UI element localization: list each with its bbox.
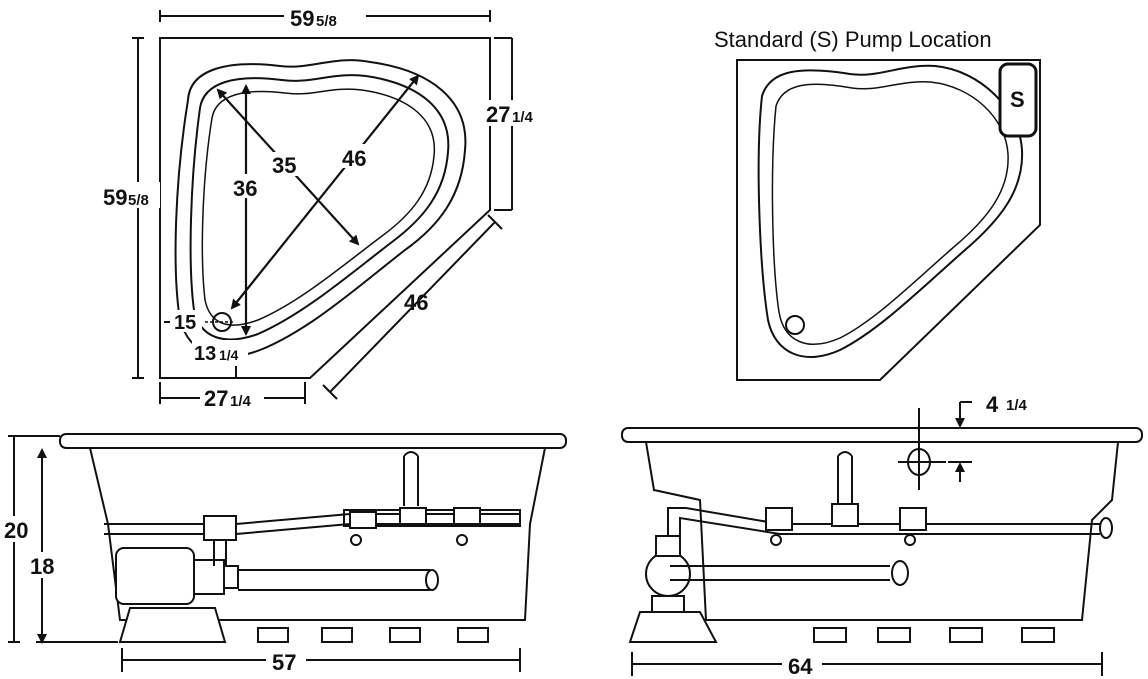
left-tub-body [89, 447, 546, 621]
pump-view-title: Standard (S) Pump Location [714, 27, 992, 52]
right-pump-body [645, 551, 691, 597]
side-view-right: 4 1/4 64 [621, 392, 1143, 679]
drain-y-frac: 1/4 [219, 347, 239, 363]
side-view-left: 20 18 57 [2, 433, 567, 675]
drain-x-label: 15 [174, 312, 196, 334]
pump-view-basin [771, 81, 1009, 345]
right-rim [621, 427, 1143, 443]
right-tub-body [645, 441, 1119, 621]
inner-36-label: 36 [233, 176, 257, 201]
dim-top-width-frac: 5/8 [316, 13, 337, 30]
inner-35-label: 35 [272, 153, 296, 178]
left-pump-base [118, 607, 227, 643]
drain-y-whole: 13 [194, 343, 216, 365]
top-view: 59 5/8 59 5/8 27 1/4 46 27 1/4 36 [100, 4, 544, 411]
pump-view-outline [736, 59, 1041, 381]
dim-left-height-whole: 59 [103, 185, 127, 210]
dim-overflow-frac: 1/4 [1006, 397, 1028, 414]
right-overflow-pipe [837, 451, 853, 504]
dim-diagonal-value: 46 [404, 290, 428, 315]
tub-basin-inner [201, 88, 436, 326]
left-overflow-pipe [403, 451, 419, 506]
dim-bottom-side-whole: 27 [204, 386, 228, 411]
left-pipe-main [104, 513, 520, 535]
inner-46-label: 46 [342, 146, 366, 171]
dim-overflow-whole: 4 [986, 392, 999, 417]
pump-view-drain [785, 315, 805, 335]
left-pipe-lower [238, 569, 430, 591]
dim-right-side-whole: 27 [486, 102, 510, 127]
right-pump-base [628, 611, 718, 643]
dim-height-total-label: 20 [4, 518, 28, 543]
arrow-46 [230, 74, 420, 310]
pump-view-rim [757, 64, 1024, 358]
right-pipe-lower [670, 565, 890, 581]
dim-height-inner-label: 18 [30, 554, 54, 579]
dim-left-height-frac: 5/8 [128, 192, 149, 209]
pump-location-view: Standard (S) Pump Location S [714, 27, 1041, 381]
right-feet [813, 627, 1055, 643]
left-pump-motor [115, 547, 195, 605]
right-pipe-main [667, 507, 1100, 536]
dim-left-length-label: 57 [272, 650, 296, 675]
pump-box [998, 62, 1038, 138]
dim-right-length-label: 64 [788, 654, 813, 679]
left-tee [203, 515, 237, 541]
pump-box-label: S [1010, 87, 1025, 112]
dim-bottom-side-frac: 1/4 [230, 393, 252, 410]
left-feet [257, 627, 489, 643]
dim-top-width-whole: 59 [290, 6, 314, 31]
dim-right-side-frac: 1/4 [512, 109, 534, 126]
left-rim [59, 433, 567, 449]
